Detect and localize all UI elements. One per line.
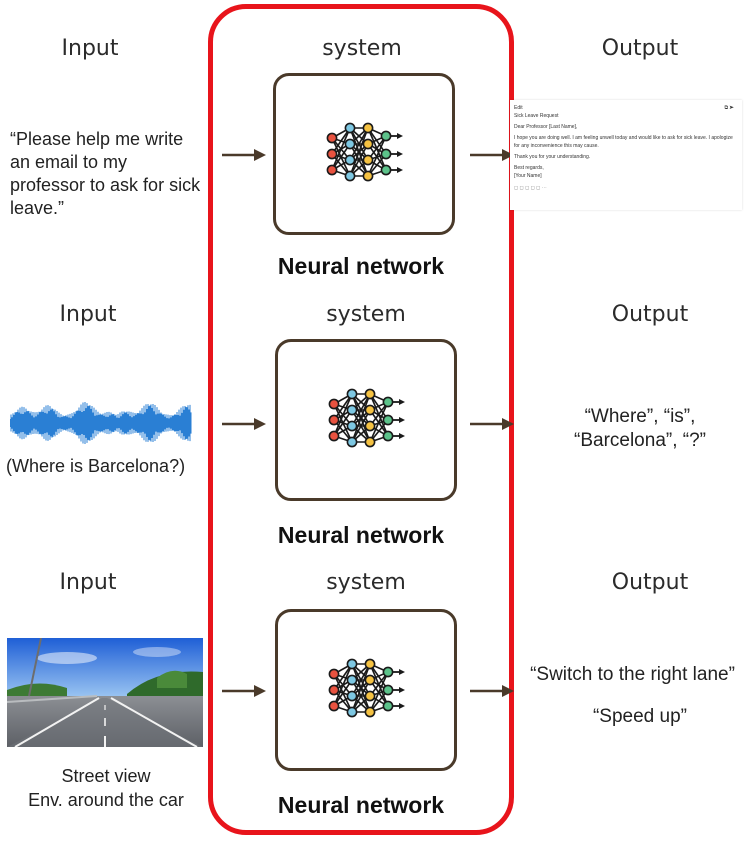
output-tokens-line-1: “Where”, “is”,: [584, 406, 696, 427]
nn-box-2: [275, 339, 457, 501]
output-driving-line-1: “Switch to the right lane”: [530, 664, 735, 685]
input-audio-caption: (Where is Barcelona?): [6, 456, 186, 476]
email-closing: Best regards,: [514, 165, 544, 171]
output-header-2: Output: [611, 302, 689, 327]
nn-label-1: Neural network: [277, 253, 445, 279]
output-tokens-line-2: “Barcelona”, “?”: [574, 430, 706, 451]
output-driving-line-2: “Speed up”: [592, 706, 687, 727]
street-view-caption-2: Env. around the car: [28, 790, 184, 810]
arrow-output-2: [470, 418, 514, 430]
neural-network-icon: [326, 122, 403, 182]
arrow-output-1: [470, 149, 514, 161]
system-frame: [208, 4, 514, 835]
nn-box-3: [275, 609, 457, 771]
system-header-2: system: [326, 302, 406, 327]
waveform-icon: [10, 402, 192, 444]
email-greeting: Dear Professor [Last Name],: [514, 124, 578, 130]
nn-label-2: Neural network: [277, 522, 445, 548]
email-signature: [Your Name]: [514, 173, 542, 179]
arrow-input-1: [222, 149, 266, 161]
road-photo: [7, 638, 203, 747]
email-action-icons: ◻ ◻ ◻ ◻ ◻ ⋯: [514, 185, 547, 191]
output-header-3: Output: [611, 570, 689, 595]
arrow-output-3: [470, 685, 514, 697]
system-header-1: system: [322, 36, 402, 61]
email-body-1: I hope you are doing well. I am feeling …: [514, 135, 733, 141]
email-subject: Sick Leave Request: [514, 113, 559, 119]
email-output-card: Edit ⧉ ➤ Sick Leave Request Dear Profess…: [510, 100, 742, 210]
copy-send-icons: ⧉ ➤: [724, 105, 734, 111]
output-header-1: Output: [601, 36, 679, 61]
email-thanks: Thank you for your understanding.: [514, 154, 591, 160]
input-header-2: Input: [59, 302, 117, 327]
email-menu-label: Edit: [514, 105, 523, 111]
input-header-3: Input: [59, 570, 117, 595]
nn-box-1: [273, 73, 455, 235]
input-prompt-text: “Please help me write an email to my pro…: [10, 129, 201, 218]
input-header-1: Input: [61, 36, 119, 61]
email-body-2: for any inconvenience this may cause.: [514, 143, 599, 149]
neural-network-icon: [328, 658, 405, 718]
street-view-caption-1: Street view: [61, 766, 151, 786]
nn-label-3: Neural network: [277, 792, 445, 818]
neural-network-icon: [328, 388, 405, 448]
arrow-input-2: [222, 418, 266, 430]
arrow-input-3: [222, 685, 266, 697]
system-header-3: system: [326, 570, 406, 595]
